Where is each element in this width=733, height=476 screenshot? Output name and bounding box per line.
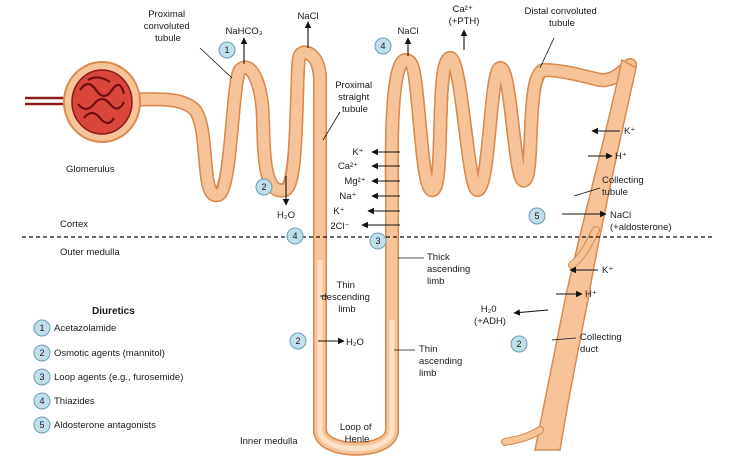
- legend-title: Diuretics: [92, 306, 135, 317]
- badge-4-distal: 4: [374, 37, 392, 55]
- svg-text:Loop agents (e.g., furosemide): Loop agents (e.g., furosemide): [54, 372, 183, 383]
- legend-item: 2 Osmotic agents (mannitol): [33, 344, 165, 362]
- legend-item: 1 Acetazolamide: [33, 319, 116, 337]
- label-h2o-proximal: H₂O: [277, 210, 295, 221]
- svg-text:5: 5: [534, 211, 539, 221]
- glomerulus: [25, 61, 141, 143]
- label-proximal-straight: Proximal straight tubule: [335, 80, 375, 115]
- label-cortex: Cortex: [60, 219, 88, 230]
- svg-text:5: 5: [39, 420, 44, 430]
- diuretics-legend: Diuretics 1 Acetazolamide 2 Osmotic agen…: [33, 306, 183, 434]
- label-thin-descending: Thin descending limb: [321, 280, 372, 315]
- badge-1: 1: [218, 41, 236, 59]
- svg-text:2: 2: [295, 336, 300, 346]
- label-nacl-proximal: NaCl: [297, 11, 318, 22]
- svg-text:Acetazolamide: Acetazolamide: [54, 323, 116, 334]
- label-ca-pth: Ca²⁺ (+PTH): [449, 4, 480, 27]
- badge-2-thin: 2: [289, 332, 307, 350]
- svg-text:Na⁺: Na⁺: [339, 191, 356, 202]
- svg-text:3: 3: [375, 236, 380, 246]
- svg-text:1: 1: [39, 323, 44, 333]
- label-inner-medulla: Inner medulla: [240, 436, 298, 447]
- svg-text:Ca²⁺: Ca²⁺: [338, 161, 358, 172]
- svg-text:1: 1: [224, 45, 229, 55]
- svg-text:K⁺: K⁺: [352, 147, 363, 158]
- svg-text:4: 4: [292, 231, 297, 241]
- label-k-collecting-duct: K⁺: [602, 265, 613, 276]
- svg-text:2: 2: [39, 348, 44, 358]
- label-nacl-distal: NaCl: [397, 26, 418, 37]
- svg-text:3: 3: [39, 372, 44, 382]
- legend-item: 5 Aldosterone antagonists: [33, 416, 156, 434]
- legend-item: 3 Loop agents (e.g., furosemide): [33, 368, 183, 386]
- svg-text:Mg²⁺: Mg²⁺: [344, 176, 365, 187]
- badge-2-proximal: 2: [255, 178, 273, 196]
- label-h-collecting-tubule: H⁺: [615, 151, 627, 162]
- label-nacl-aldosterone: NaCl (+aldosterone): [610, 210, 672, 233]
- label-loop-of-henle: Loop of Henle: [340, 422, 374, 445]
- transport-arrows: [240, 21, 620, 345]
- label-nahco3: NaHCO₃: [225, 26, 262, 37]
- label-h-collecting-duct: H⁺: [585, 289, 597, 300]
- label-collecting-duct: Collecting duct: [580, 332, 624, 355]
- svg-text:Aldosterone antagonists: Aldosterone antagonists: [54, 420, 156, 431]
- leader-lines: [199, 37, 601, 351]
- svg-text:2Cl⁻: 2Cl⁻: [330, 221, 349, 232]
- badge-3: 3: [369, 232, 387, 250]
- legend-item: 4 Thiazides: [33, 392, 95, 410]
- svg-text:Thiazides: Thiazides: [54, 396, 95, 407]
- svg-text:4: 4: [39, 396, 44, 406]
- svg-text:K⁺: K⁺: [333, 206, 344, 217]
- label-thin-ascending: Thin ascending limb: [419, 344, 465, 379]
- nephron-tube: [103, 52, 637, 448]
- label-h2o-thin: H₂O: [346, 337, 364, 348]
- badge-4-medulla: 4: [286, 227, 304, 245]
- badge-5: 5: [528, 207, 546, 225]
- svg-text:4: 4: [380, 41, 385, 51]
- diuretic-site-badges: 1 2 2 2 3 4 4 5: [218, 37, 546, 353]
- label-distal-convoluted: Distal convoluted tubule: [525, 6, 600, 29]
- ion-list: K⁺ Ca²⁺ Mg²⁺ Na⁺ K⁺ 2Cl⁻: [330, 147, 365, 232]
- badge-2-duct: 2: [510, 335, 528, 353]
- label-proximal-convoluted: Proximal convoluted tubule: [144, 9, 193, 44]
- svg-text:2: 2: [516, 339, 521, 349]
- svg-text:Osmotic agents (mannitol): Osmotic agents (mannitol): [54, 348, 165, 359]
- label-h2o-adh: H₂0 (+ADH): [474, 304, 506, 327]
- label-k-collecting-tubule: K⁺: [624, 126, 635, 137]
- label-outer-medulla: Outer medulla: [60, 247, 120, 258]
- labels: Glomerulus Proximal convoluted tubule Na…: [60, 4, 672, 447]
- label-thick-ascending: Thick ascending limb: [427, 252, 473, 287]
- label-collecting-tubule: Collecting tubule: [602, 175, 646, 198]
- label-glomerulus: Glomerulus: [66, 164, 115, 175]
- svg-text:2: 2: [261, 182, 266, 192]
